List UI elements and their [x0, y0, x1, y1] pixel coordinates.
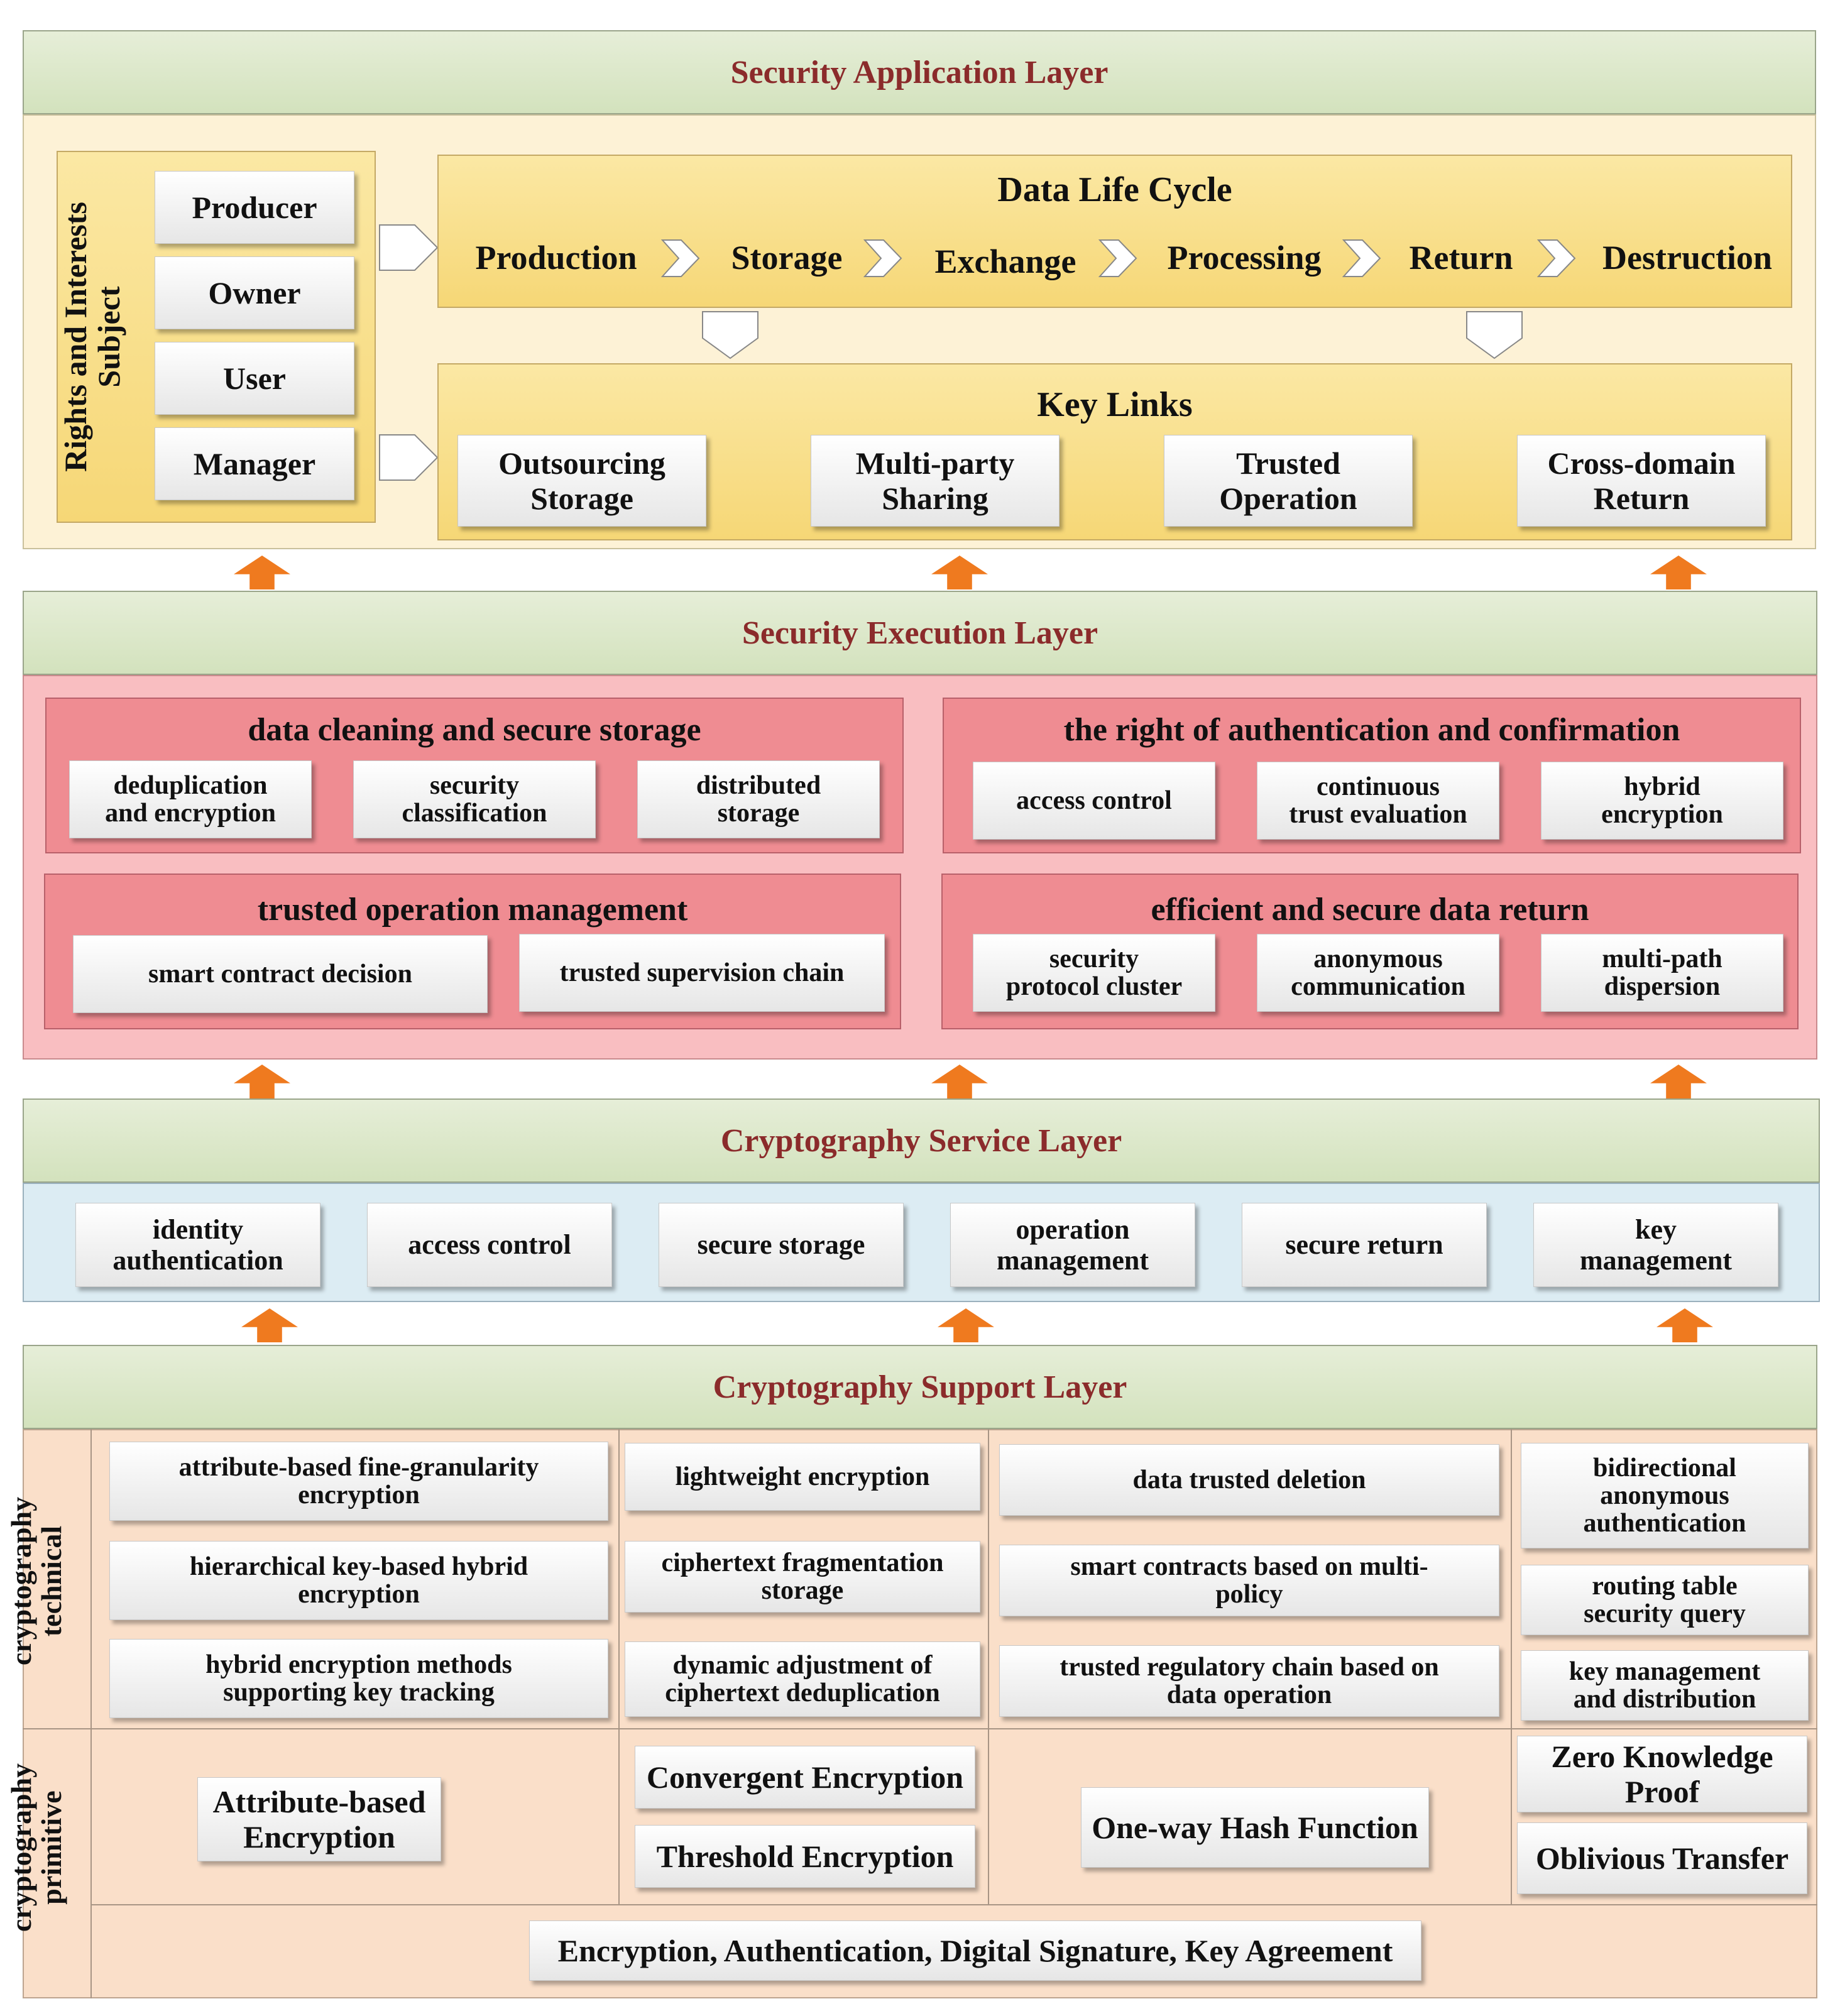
stage-arrow-1 [661, 239, 700, 277]
subject-manager: Manager [155, 427, 354, 500]
up-arrow-exec-to-app-left [234, 556, 290, 589]
prim-attribute-based-encryption: Attribute-based Encryption [197, 1777, 441, 1861]
support-divider-col-2 [988, 1429, 989, 1904]
exec-item-security-protocol: security protocol cluster [973, 934, 1215, 1012]
stage-arrow-4 [1342, 239, 1381, 277]
application-layer-title: Security Application Layer [730, 54, 1109, 90]
subject-to-lifecycle-arrow [379, 224, 439, 271]
service-layer-panel [23, 1183, 1820, 1302]
up-arrow-service-to-exec-right [1650, 1065, 1707, 1098]
subject-to-keylinks-arrow [379, 434, 439, 481]
service-layer-title: Cryptography Service Layer [720, 1122, 1122, 1159]
stage-destruction: Destruction [1602, 239, 1772, 277]
support-divider-tech-prim [23, 1728, 1817, 1729]
tech-attribute-fine-granularity: attribute-based fine-granularity encrypt… [109, 1442, 608, 1521]
support-divider-prim-base [92, 1904, 1817, 1905]
subject-owner: Owner [155, 256, 354, 329]
service-layer-header: Cryptography Service Layer [23, 1098, 1820, 1183]
key-link-outsourcing-storage: Outsourcing Storage [457, 435, 706, 527]
tech-lightweight-encryption: lightweight encryption [625, 1443, 980, 1511]
support-layer-header: Cryptography Support Layer [23, 1345, 1817, 1429]
execution-layer-header: Security Execution Layer [23, 591, 1817, 675]
prim-base-row: Encryption, Authentication, Digital Sign… [529, 1920, 1421, 1981]
exec-item-distributed-storage: distributed storage [637, 760, 880, 838]
support-divider-label-col [90, 1429, 92, 1998]
stage-return: Return [1409, 239, 1513, 277]
stage-arrow-2 [863, 239, 902, 277]
up-arrow-exec-to-app-right [1650, 556, 1707, 589]
stage-arrow-5 [1537, 239, 1576, 277]
support-divider-col-1 [618, 1429, 620, 1904]
stage-arrow-3 [1098, 239, 1137, 277]
exec-item-hybrid-encryption: hybrid encryption [1541, 762, 1783, 840]
tech-data-trusted-deletion: data trusted deletion [999, 1444, 1499, 1516]
up-arrow-support-to-service-left [241, 1308, 298, 1342]
key-links-title: Key Links [1037, 385, 1193, 424]
service-secure-return: secure return [1242, 1203, 1487, 1287]
exec-item-continuous-trust: continuous trust evaluation [1257, 762, 1499, 840]
service-key-management: key management [1533, 1203, 1778, 1287]
exec-item-multi-path-dispersion: multi-path dispersion [1541, 934, 1783, 1012]
key-link-cross-domain-return: Cross-domain Return [1517, 435, 1766, 527]
key-link-multi-party-sharing: Multi-party Sharing [811, 435, 1060, 527]
tech-routing-table-query: routing table security query [1521, 1565, 1809, 1635]
data-life-cycle-title: Data Life Cycle [997, 170, 1232, 209]
stage-storage: Storage [731, 239, 843, 277]
tech-bidirectional-anonymous: bidirectional anonymous authentication [1521, 1443, 1809, 1548]
exec-item-smart-contract-decision: smart contract decision [73, 935, 488, 1013]
service-access-control: access control [367, 1203, 612, 1287]
service-operation-management: operation management [950, 1203, 1195, 1287]
exec-group-trusted-operation-title: trusted operation management [257, 891, 688, 928]
data-life-cycle-box [437, 155, 1792, 308]
subject-user: User [155, 342, 354, 415]
tech-key-management-distribution: key management and distribution [1521, 1650, 1809, 1721]
up-arrow-service-to-exec-mid [931, 1065, 988, 1098]
exec-group-data-cleaning-title: data cleaning and secure storage [248, 711, 701, 748]
lifecycle-to-keylinks-arrow-right [1466, 311, 1523, 359]
exec-group-authentication-title: the right of authentication and confirma… [1063, 711, 1680, 748]
tech-smart-contracts-multi-policy: smart contracts based on multi- policy [999, 1545, 1499, 1616]
prim-zero-knowledge-proof: Zero Knowledge Proof [1517, 1736, 1807, 1812]
execution-layer-title: Security Execution Layer [742, 615, 1098, 651]
prim-oblivious-transfer: Oblivious Transfer [1517, 1822, 1807, 1894]
exec-item-anonymous-communication: anonymous communication [1257, 934, 1499, 1012]
up-arrow-support-to-service-mid [938, 1308, 994, 1342]
stage-production: Production [475, 239, 637, 277]
up-arrow-exec-to-app-mid [931, 556, 988, 589]
service-identity-authentication: identity authentication [75, 1203, 320, 1287]
application-layer-header: Security Application Layer [23, 30, 1816, 114]
exec-item-access-control: access control [973, 762, 1215, 840]
up-arrow-service-to-exec-left [234, 1065, 290, 1098]
prim-one-way-hash: One-way Hash Function [1081, 1787, 1429, 1868]
stage-processing: Processing [1167, 239, 1322, 277]
prim-convergent-encryption: Convergent Encryption [635, 1746, 975, 1809]
exec-item-deduplication: deduplication and encryption [69, 760, 312, 838]
exec-item-trusted-supervision-chain: trusted supervision chain [519, 934, 885, 1012]
lifecycle-to-keylinks-arrow-left [702, 311, 758, 359]
support-primitive-label: cryptography primitive [5, 1763, 68, 1932]
support-technical-label: cryptography technical [5, 1496, 68, 1666]
support-divider-col-3 [1511, 1429, 1512, 1904]
exec-item-security-classification: security classification [353, 760, 596, 838]
stage-exchange: Exchange [934, 243, 1076, 280]
exec-group-data-return-title: efficient and secure data return [1151, 891, 1589, 928]
key-link-trusted-operation: Trusted Operation [1164, 435, 1413, 527]
subject-producer: Producer [155, 171, 354, 244]
service-secure-storage: secure storage [659, 1203, 904, 1287]
tech-ciphertext-fragmentation: ciphertext fragmentation storage [625, 1541, 980, 1613]
prim-threshold-encryption: Threshold Encryption [635, 1825, 975, 1888]
tech-trusted-regulatory-chain: trusted regulatory chain based on data o… [999, 1645, 1499, 1717]
subject-label: Rights and Interests Subject [58, 202, 126, 472]
tech-hierarchical-key-hybrid: hierarchical key-based hybrid encryption [109, 1541, 608, 1620]
up-arrow-support-to-service-right [1657, 1308, 1713, 1342]
tech-hybrid-key-tracking: hybrid encryption methods supporting key… [109, 1639, 608, 1718]
support-layer-title: Cryptography Support Layer [713, 1369, 1127, 1405]
tech-dynamic-deduplication: dynamic adjustment of ciphertext dedupli… [625, 1641, 980, 1717]
